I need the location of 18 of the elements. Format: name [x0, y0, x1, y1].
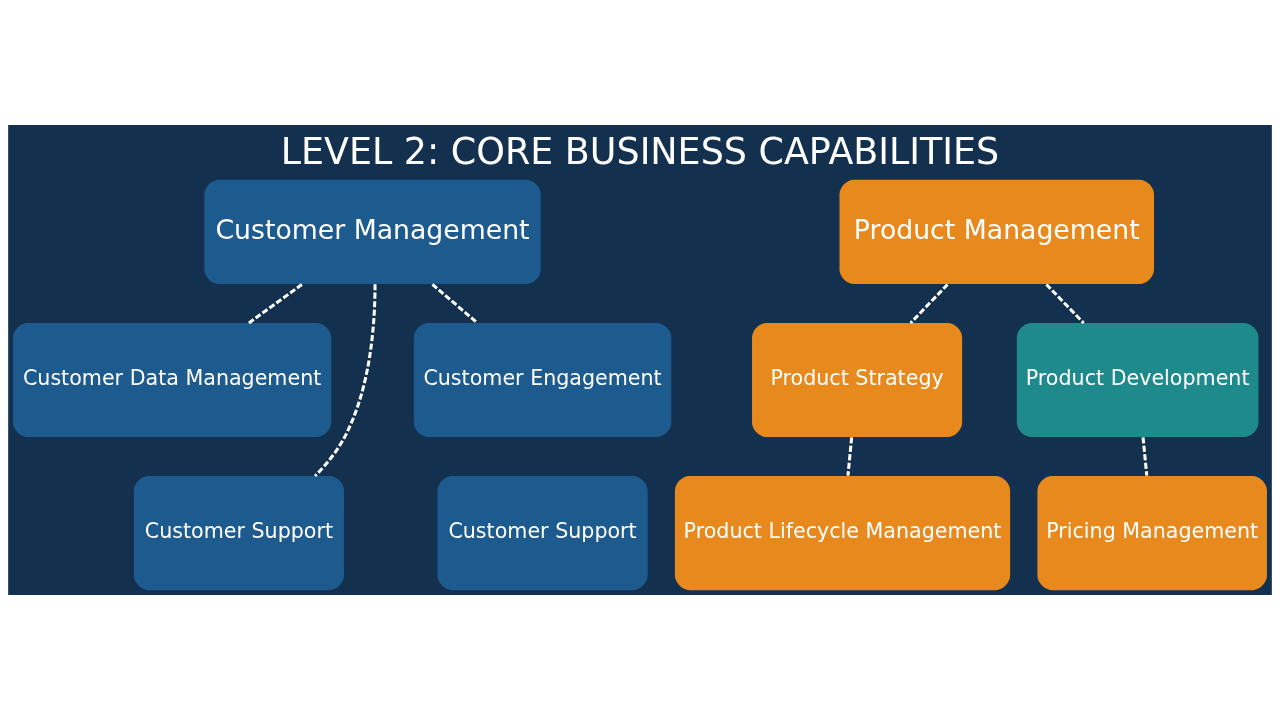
- connector: [1045, 283, 1085, 324]
- node-box: Customer Support: [437, 476, 648, 591]
- node-box: Product Development: [1016, 322, 1259, 438]
- connector: [313, 284, 377, 477]
- connector: [1141, 437, 1149, 476]
- connector: [909, 283, 949, 324]
- connector: [846, 437, 854, 476]
- node-box: Pricing Management: [1037, 476, 1267, 591]
- diagram-title: LEVEL 2: CORE BUSINESS CAPABILITIES: [280, 129, 1000, 173]
- connector: [248, 283, 303, 325]
- node-box: Customer Engagement: [413, 322, 672, 438]
- node-box: Product Strategy: [752, 322, 963, 438]
- node-box: Product Lifecycle Management: [674, 476, 1011, 591]
- connector: [431, 283, 479, 325]
- node-box: Customer Data Management: [13, 322, 332, 438]
- node-box: Product Management: [839, 179, 1154, 285]
- node-box: Customer Support: [133, 476, 344, 591]
- node-box: Customer Management: [204, 179, 541, 285]
